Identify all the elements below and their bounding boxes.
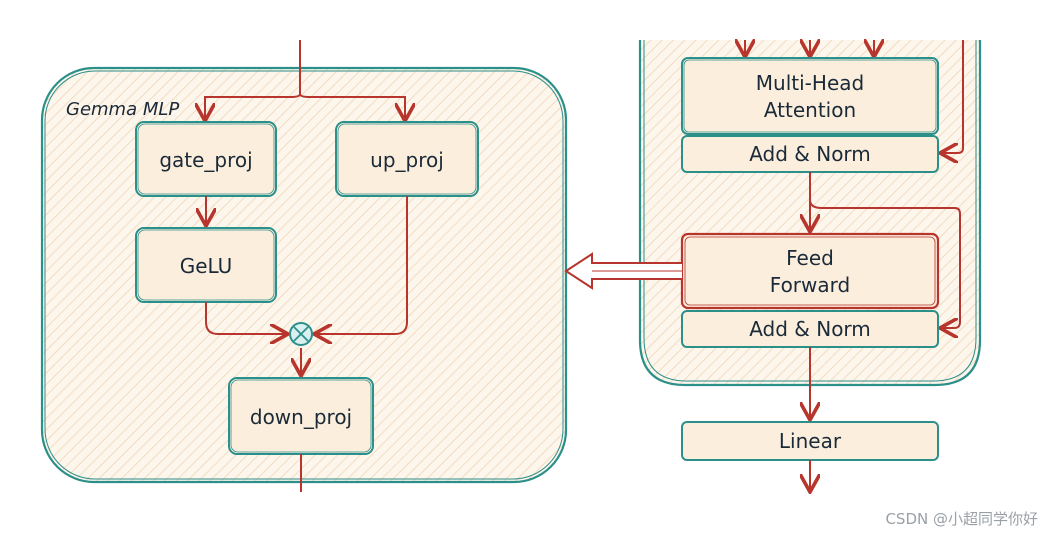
up-proj-label: up_proj	[370, 148, 444, 172]
feed-forward-box[interactable]: Feed Forward	[680, 232, 940, 310]
add-norm-box-2[interactable]: Add & Norm	[681, 310, 939, 348]
watermark: CSDN @小超同学你好	[885, 510, 1038, 528]
mlp-merge-arrows	[205, 196, 408, 374]
linear-box[interactable]: Linear	[681, 421, 939, 461]
feed-forward-label-line1: Feed	[786, 246, 834, 270]
down-proj-box[interactable]: down_proj	[228, 377, 374, 455]
multi-head-attention-box[interactable]: Multi-Head Attention	[681, 57, 939, 135]
gemma-mlp-title: Gemma MLP	[66, 99, 179, 120]
attention-input-arrows	[745, 40, 964, 153]
gate-proj-label: gate_proj	[159, 148, 252, 172]
add-norm-label-1: Add & Norm	[749, 142, 871, 166]
feed-forward-label-line2: Forward	[770, 273, 850, 297]
feed-forward-arrows	[810, 172, 961, 328]
expand-arrow-icon	[564, 252, 682, 290]
mlp-input-arrows	[205, 40, 405, 119]
gelu-label: GeLU	[180, 254, 233, 278]
add-norm-label-2: Add & Norm	[749, 317, 871, 341]
gelu-box[interactable]: GeLU	[135, 227, 277, 303]
linear-label: Linear	[779, 429, 842, 453]
gate-proj-box[interactable]: gate_proj	[135, 121, 277, 197]
add-norm-box-1[interactable]: Add & Norm	[681, 135, 939, 173]
attention-label-line2: Attention	[764, 98, 856, 122]
multiply-node-icon	[289, 322, 313, 346]
up-proj-box[interactable]: up_proj	[335, 121, 479, 197]
down-proj-label: down_proj	[250, 405, 352, 429]
attention-label-line1: Multi-Head	[756, 71, 864, 95]
